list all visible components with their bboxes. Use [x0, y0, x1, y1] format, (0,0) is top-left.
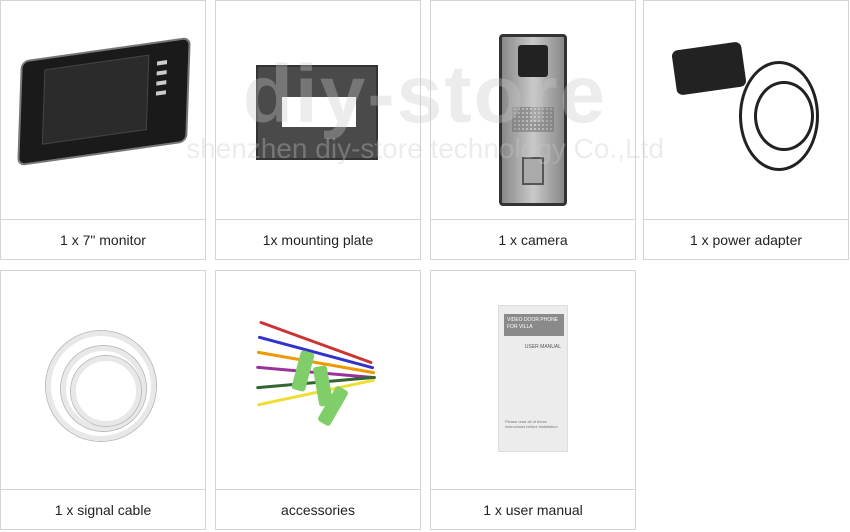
user-manual-image: VIDEO DOOR PHONE FOR VILLA USER MANUAL P… — [431, 271, 635, 489]
power-adapter-image — [644, 1, 848, 219]
item-camera: 1 x camera — [430, 0, 636, 260]
item-label: 1 x signal cable — [1, 489, 205, 529]
manual-footer: Please read all of these instructions be… — [505, 419, 558, 429]
monitor-image — [1, 1, 205, 219]
item-signal-cable: 1 x signal cable — [0, 270, 206, 530]
item-label: 1x mounting plate — [216, 219, 420, 259]
item-label: accessories — [216, 489, 420, 529]
item-user-manual: VIDEO DOOR PHONE FOR VILLA USER MANUAL P… — [430, 270, 636, 530]
item-accessories: accessories — [215, 270, 421, 530]
item-label: 1 x user manual — [431, 489, 635, 529]
manual-title: USER MANUAL — [524, 344, 561, 350]
signal-cable-image — [1, 271, 205, 489]
item-monitor: 1 x 7" monitor — [0, 0, 206, 260]
mounting-plate-image — [216, 1, 420, 219]
item-label: 1 x power adapter — [644, 219, 848, 259]
item-power-adapter: 1 x power adapter — [643, 0, 849, 260]
manual-band-text: VIDEO DOOR PHONE FOR VILLA — [504, 314, 564, 336]
camera-image — [431, 1, 635, 219]
item-label: 1 x 7" monitor — [1, 219, 205, 259]
accessories-image — [216, 271, 420, 489]
item-label: 1 x camera — [431, 219, 635, 259]
item-mounting-plate: 1x mounting plate — [215, 0, 421, 260]
